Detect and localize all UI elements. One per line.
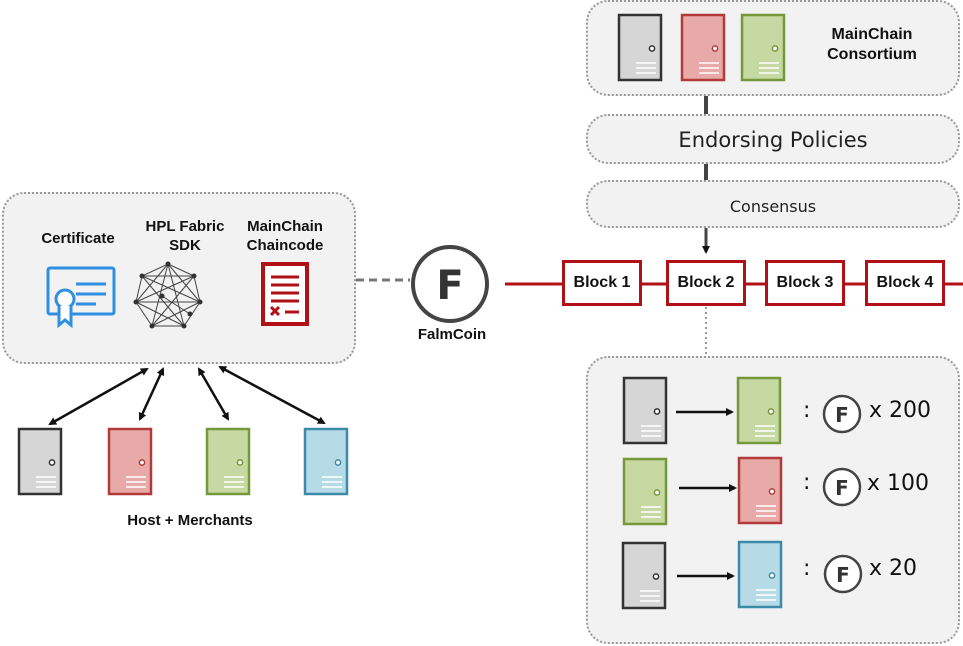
- merchant-server-red-icon: [107, 427, 153, 496]
- host-arrow-4: [218, 365, 326, 425]
- transaction-coin-icon: F: [822, 394, 862, 434]
- hosts-label: Host + Merchants: [127, 512, 253, 529]
- falmcoin-label: FalmCoin: [417, 326, 487, 343]
- block-3: Block 3: [765, 260, 845, 306]
- merchant-server-blue-icon: [303, 427, 349, 496]
- merchant-server-green-icon: [205, 427, 251, 496]
- block-1: Block 1: [562, 260, 642, 306]
- transaction-amount-2: x 100: [867, 471, 930, 496]
- block-2: Block 2: [666, 260, 746, 306]
- falmcoin-glyph: F: [436, 263, 463, 309]
- tx3-from-server-icon: [621, 541, 667, 610]
- consortium-server-red-icon: [680, 13, 726, 82]
- transaction-coin-icon: F: [822, 467, 862, 507]
- server-icons: [17, 13, 786, 610]
- svg-text:F: F: [835, 476, 849, 500]
- consortium-server-green-icon: [740, 13, 786, 82]
- endorsing-policies-label: Endorsing Policies: [678, 128, 868, 152]
- certificate-icon: [46, 266, 116, 329]
- chaincode-label: MainChain Chaincode: [246, 218, 324, 254]
- svg-text:F: F: [836, 563, 850, 587]
- host-arrow-2: [138, 367, 165, 421]
- transaction-colon: :: [803, 556, 811, 581]
- sdk-label: HPL Fabric SDK: [145, 218, 225, 254]
- consortium-label: MainChain Consortium: [827, 26, 917, 63]
- tx1-from-server-icon: [622, 376, 668, 445]
- chaincode-document-icon: [261, 262, 309, 326]
- transaction-amount-1: x 200: [869, 398, 932, 423]
- host-server-gray-icon: [17, 427, 63, 496]
- consensus-box: Consensus: [586, 180, 960, 228]
- certificate-label: Certificate: [41, 230, 115, 247]
- transaction-amount-3: x 20: [869, 556, 918, 581]
- consortium-server-gray-icon: [617, 13, 663, 82]
- block-4: Block 4: [865, 260, 945, 306]
- tx1-to-server-icon: [736, 376, 782, 445]
- endorsing-policies-box: Endorsing Policies: [586, 114, 960, 164]
- network-icon: [133, 261, 203, 329]
- host-arrow-3: [197, 367, 230, 421]
- transaction-colon: :: [803, 470, 811, 495]
- consensus-label: Consensus: [729, 197, 817, 216]
- tx2-from-server-icon: [622, 457, 668, 526]
- tx2-to-server-icon: [737, 456, 783, 525]
- tx3-to-server-icon: [737, 540, 783, 609]
- transaction-coin-icon: F: [823, 554, 863, 594]
- svg-text:F: F: [835, 403, 849, 427]
- falmcoin-icon: F: [411, 245, 489, 323]
- host-arrow-1: [48, 367, 149, 426]
- transaction-colon: :: [803, 398, 811, 423]
